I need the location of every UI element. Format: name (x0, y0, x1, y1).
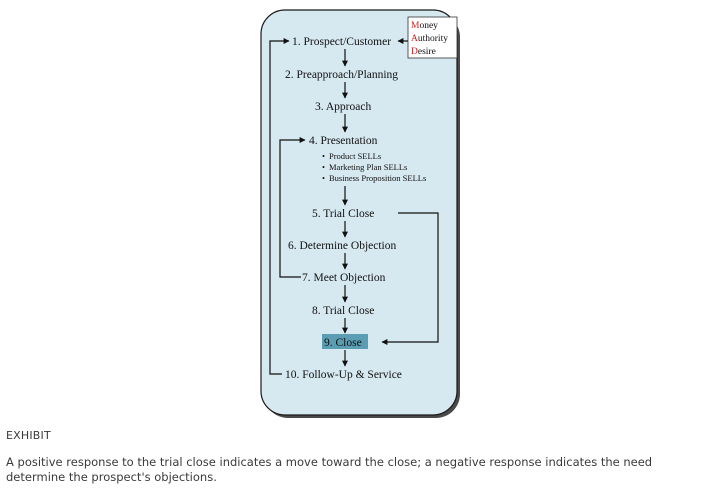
step-2-preapproach: 2. Preapproach/Planning (285, 69, 398, 81)
step-4-presentation: 4. Presentation (309, 135, 378, 147)
step-1-prospect: 1. Prospect/Customer (292, 36, 391, 48)
step-9-close: 9. Close (324, 337, 362, 349)
step-5-trial-close: 5. Trial Close (312, 208, 374, 220)
loop-trial-close-to-close (381, 212, 439, 345)
loop-follow-up-to-prospect (269, 38, 290, 375)
man-line-money: Money (411, 21, 438, 31)
step-6-determine-objection: 6. Determine Objection (288, 240, 397, 252)
step-3-approach: 3. Approach (315, 101, 371, 113)
bullet-business-proposition-sells: •Business Proposition SELLs (322, 173, 426, 183)
step-8-trial-close: 8. Trial Close (312, 305, 374, 317)
exhibit-label: EXHIBIT (6, 429, 51, 442)
man-line-desire: Desire (411, 47, 436, 57)
bullet-marketing-plan-sells: •Marketing Plan SELLs (322, 162, 407, 172)
step-7-meet-objection: 7. Meet Objection (302, 272, 386, 284)
man-line-authority: Authority (411, 34, 448, 44)
panel (260, 9, 458, 416)
money-authority-desire-box (407, 16, 458, 59)
loop-meet-objection-to-presentation (279, 137, 306, 278)
close-highlight (322, 334, 368, 349)
exhibit-caption: A positive response to the trial close i… (6, 455, 653, 484)
selling-process-diagram: Money Authority Desire 1. Prospect/Custo… (260, 9, 460, 418)
step-10-follow-up: 10. Follow-Up & Service (285, 369, 402, 381)
bullet-product-sells: •Product SELLs (322, 151, 381, 161)
